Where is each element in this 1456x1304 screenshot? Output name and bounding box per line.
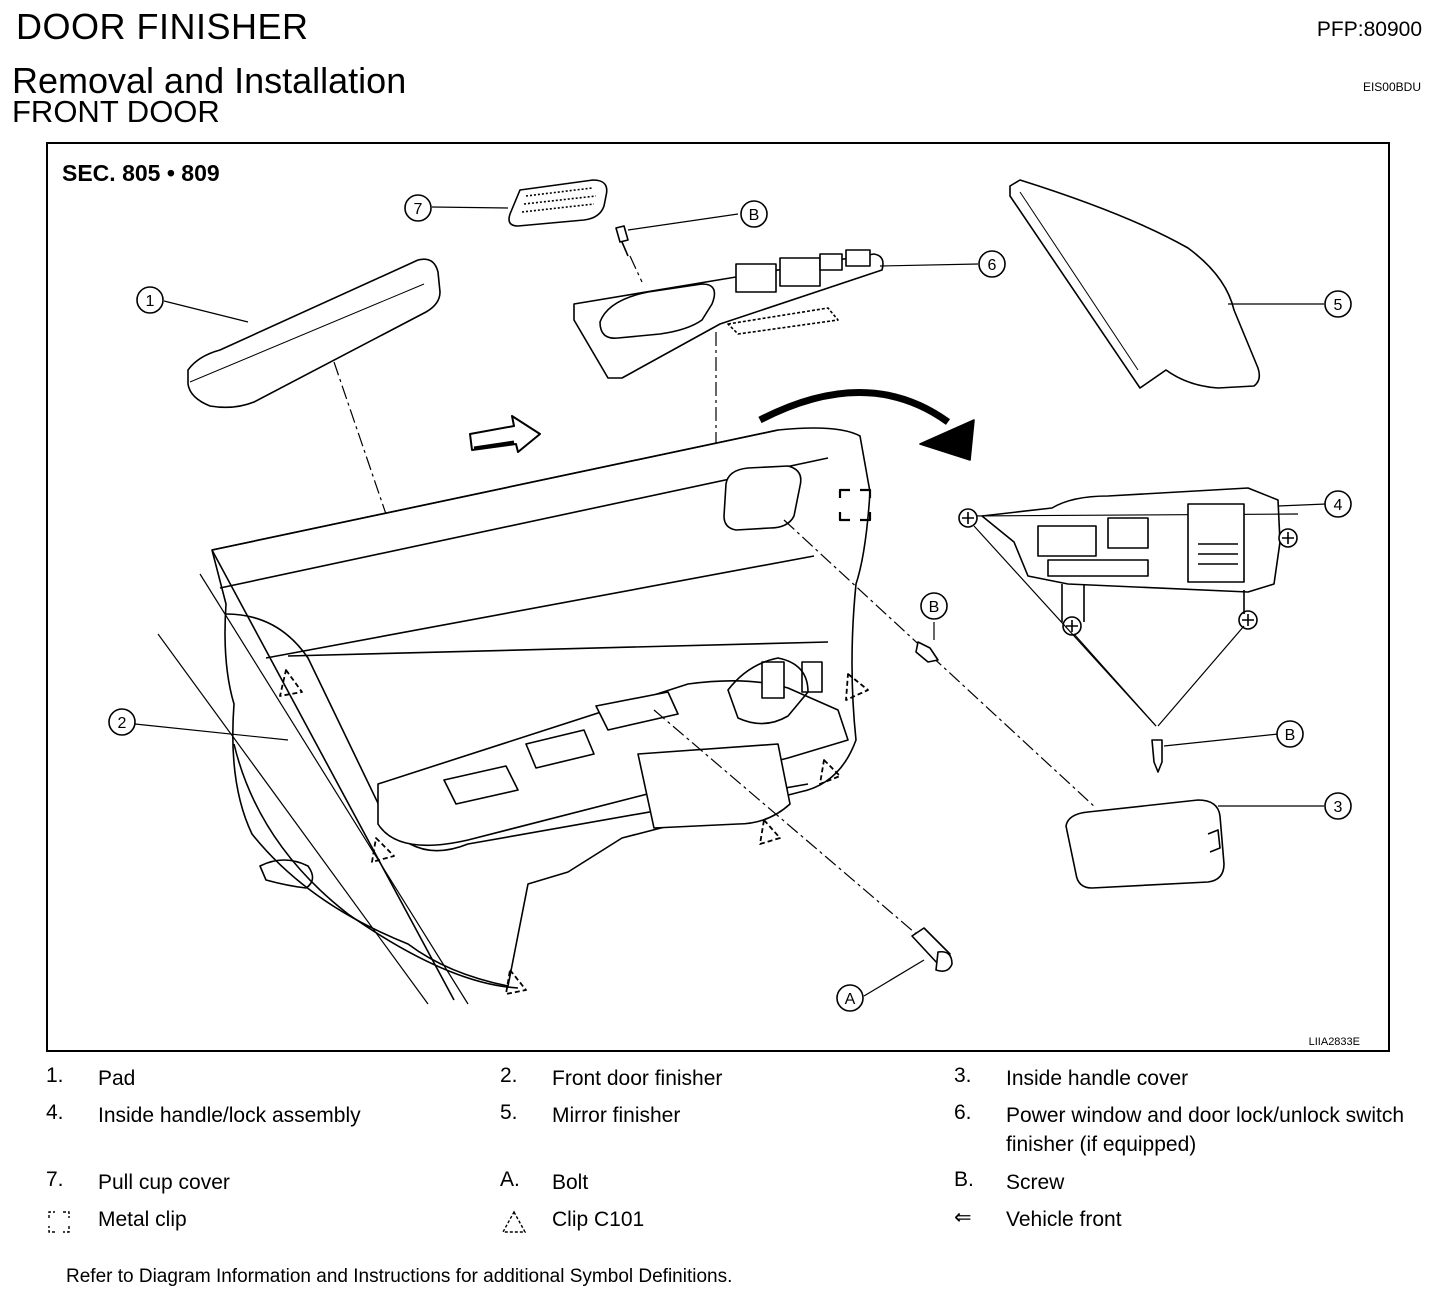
legend-key: 7. — [46, 1168, 64, 1191]
callout-5: 5 — [1334, 297, 1343, 314]
legend-key: A. — [500, 1168, 520, 1191]
document-code: EIS00BDU — [1362, 80, 1421, 94]
legend-text: Mirror finisher — [552, 1104, 681, 1127]
legend-key: B. — [954, 1168, 974, 1191]
callout-b-upper: B — [749, 207, 760, 224]
legend-key: 2. — [500, 1064, 518, 1087]
vehicle-front-icon: ⇐ — [954, 1206, 972, 1229]
legend-key: 3. — [954, 1064, 972, 1087]
legend-text: Clip C101 — [552, 1208, 645, 1231]
callout-2: 2 — [118, 715, 127, 732]
screw-b-lower — [1151, 733, 1279, 773]
callout-b-middle: B — [929, 599, 940, 616]
legend-key: 5. — [500, 1101, 518, 1124]
callout-circle-2 — [108, 708, 136, 736]
callout-circle-4 — [1324, 490, 1352, 518]
bolt-chain-line — [653, 709, 929, 945]
legend-text: Vehicle front — [1006, 1208, 1122, 1231]
legend-text: Bolt — [552, 1171, 589, 1194]
callout-circles — [108, 194, 1352, 1012]
callout-circle-5 — [1324, 290, 1352, 318]
callout-circle-1 — [136, 286, 164, 314]
callout-7: 7 — [414, 201, 423, 218]
callout-circle-b-middle — [920, 592, 948, 620]
legend-text: Pad — [98, 1067, 136, 1090]
callout-labels: 7 B 6 1 5 4 B 2 B 3 A — [118, 201, 1343, 1008]
door-finisher-part — [157, 427, 871, 1005]
callout-circle-6 — [978, 250, 1006, 278]
pfp-number: PFP:80900 — [1316, 18, 1422, 41]
clip-c101-markers — [279, 669, 869, 995]
switch-finisher-part — [573, 249, 979, 664]
exploded-view-diagram: SEC. 805 • 809 — [46, 142, 1390, 1052]
inside-handle-cover-part — [1065, 799, 1324, 889]
pull-cup-cover-part — [431, 179, 608, 227]
metal-clip-marker — [838, 488, 872, 522]
legend-text: Screw — [1006, 1171, 1065, 1194]
callout-6: 6 — [988, 257, 997, 274]
vehicle-front-arrow — [469, 415, 541, 453]
section-heading: FRONT DOOR — [12, 94, 220, 129]
callout-b-lower: B — [1285, 727, 1296, 744]
page-subtitle: Removal and Installation — [12, 60, 407, 101]
callout-leader-2 — [134, 723, 289, 741]
clip-triangle-icon — [501, 1210, 527, 1233]
callout-circle-3 — [1324, 792, 1352, 820]
section-label: SEC. 805 • 809 — [62, 160, 220, 186]
callout-circle-b-lower — [1276, 720, 1304, 748]
screw-b-middle — [915, 622, 939, 663]
legend-key: 6. — [954, 1101, 972, 1124]
callout-circle-7 — [404, 194, 432, 222]
callout-4: 4 — [1334, 497, 1343, 514]
figure-id: LIIA2833E — [1308, 1036, 1360, 1048]
legend-text: Front door finisher — [552, 1067, 723, 1090]
bolt-a — [863, 927, 953, 997]
legend-text: Pull cup cover — [98, 1171, 230, 1194]
legend-key: 4. — [46, 1101, 64, 1124]
callout-3: 3 — [1334, 799, 1343, 816]
metal-clip-icon — [48, 1211, 70, 1233]
diagram-drawing: 7 B 6 1 5 4 B 2 B 3 A — [108, 179, 1352, 1012]
legend-text: Metal clip — [98, 1208, 187, 1231]
inside-handle-assembly-part — [958, 487, 1327, 727]
mirror-finisher-part — [1009, 179, 1324, 389]
callout-circle-a — [836, 984, 864, 1012]
legend-text: Power window and door lock/unlock switch… — [1006, 1104, 1405, 1156]
page-title: DOOR FINISHER — [16, 6, 309, 47]
callout-circle-b-upper — [740, 200, 768, 228]
legend-key: 1. — [46, 1064, 64, 1087]
callout-1: 1 — [146, 293, 155, 310]
callout-a: A — [845, 991, 856, 1008]
screw-b-upper — [615, 213, 739, 283]
legend-text: Inside handle/lock assembly — [98, 1104, 361, 1127]
legend-text: Inside handle cover — [1006, 1067, 1189, 1090]
handle-cover-chain-line — [783, 519, 1097, 809]
curved-direction-arrow — [758, 389, 975, 461]
footnote: Refer to Diagram Information and Instruc… — [66, 1266, 733, 1287]
